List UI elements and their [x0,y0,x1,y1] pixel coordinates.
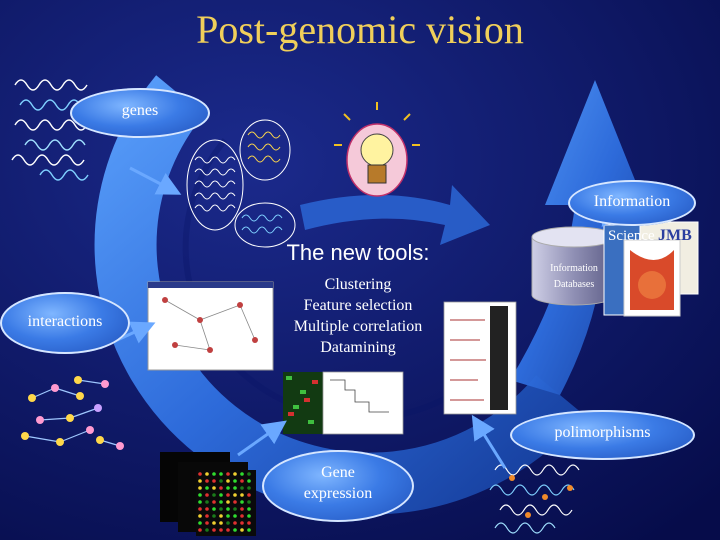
database-label-line1: Information [550,263,598,274]
tool-item-datamining: Datamining [320,339,396,356]
sequence-strip [443,301,517,415]
node-polimorphisms-label: polimorphisms [554,424,651,441]
database-label: Information Databases [532,258,616,298]
node-information: Information [568,180,696,226]
node-information-label: Information [593,193,671,210]
node-genes: genes [70,88,210,138]
node-interactions-label: interactions [27,313,103,330]
polimorphism-strands [489,464,580,534]
dna-cluster-icon [186,119,296,248]
heatmap-image [283,371,404,435]
node-gene-expression: Gene expression [262,450,414,522]
database-label-line2: Databases [553,279,595,290]
node-gene-expression-line1: Gene [321,464,355,481]
node-gene-expression-line2: expression [303,485,373,502]
new-tools-block: The new tools: Clustering Feature select… [258,240,458,358]
journal-covers [603,221,699,317]
page-title: Post-genomic vision [196,7,524,52]
new-tools-heading: The new tools: [286,240,430,265]
tool-item-clustering: Clustering [324,276,392,293]
science-label: Science [608,228,655,244]
node-interactions: interactions [0,292,130,354]
jmb-label: JMB [658,227,692,244]
network-screenshot [147,281,274,371]
node-polimorphisms: polimorphisms [510,410,695,460]
lightbulb-icon [334,102,420,197]
network-graph-icon [21,376,124,450]
tool-item-feature-selection: Feature selection [303,297,413,314]
tool-item-multiple-correlation: Multiple correlation [293,318,423,335]
node-genes-label: genes [121,102,159,119]
database-icon [531,226,617,306]
microarray-spots [198,472,251,532]
